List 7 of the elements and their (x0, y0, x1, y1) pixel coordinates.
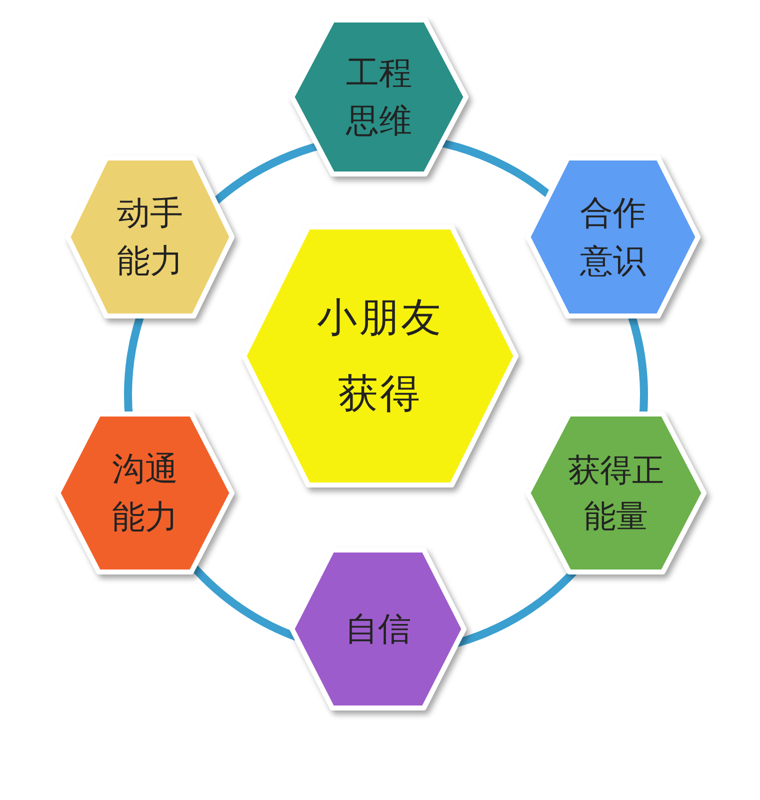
node-label: 获得正能量 (566, 450, 665, 537)
node-label: 沟通能力 (110, 448, 179, 538)
node-label: 动手能力 (116, 192, 184, 282)
node-label: 自信 (344, 608, 412, 650)
node-label: 工程思维 (344, 52, 413, 142)
node-label: 合作意识 (578, 192, 647, 282)
node-label: 小朋友获得 (317, 294, 443, 419)
